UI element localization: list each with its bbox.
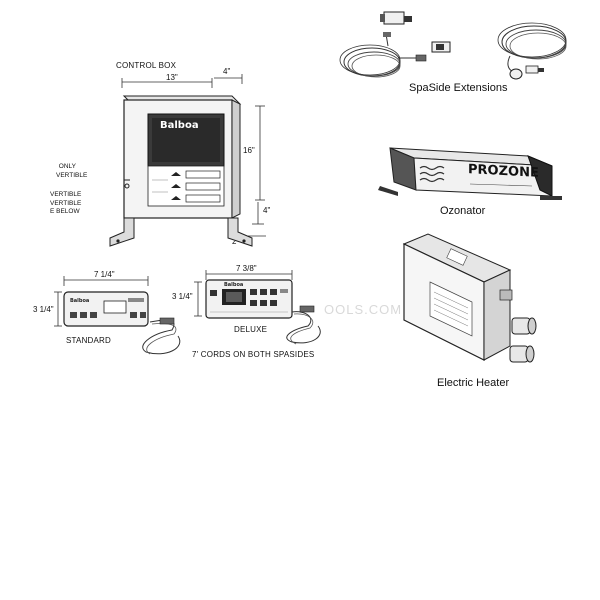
cords-note: 7' CORDS ON BOTH SPASIDES [192, 350, 315, 359]
cutoff-line-4: VERTIBLE [50, 199, 82, 207]
standard-width-dimension: 7 1/4" [94, 270, 115, 279]
box-depth-side-dimension: 4" [263, 206, 271, 215]
standard-height-dimension: 3 1/4" [33, 305, 54, 314]
spaside-extensions-caption: SpaSide Extensions [409, 82, 508, 94]
deluxe-height-dimension: 3 1/4" [172, 292, 193, 301]
box-depth-top-dimension: 4" [223, 67, 231, 76]
cutoff-text-fragment-2: VERTIBLE VERTIBLE E BELOW [50, 191, 82, 217]
deluxe-width-dimension: 7 3/8" [236, 264, 257, 273]
standard-panel-brand-logo: Balboa [70, 298, 90, 304]
watermark-text: OOLS.COM [324, 302, 403, 317]
cutoff-line-5: E BELOW [50, 208, 80, 215]
control-box-label: CONTROL BOX [116, 61, 177, 70]
standard-label: STANDARD [66, 336, 112, 345]
deluxe-label: DELUXE [234, 325, 268, 334]
deluxe-panel-brand-logo: Balboa [224, 282, 244, 288]
cutoff-line-1: ONLY [58, 163, 76, 170]
cutoff-line-3: VERTIBLE [50, 191, 82, 198]
cutoff-text-fragment: ONLY VERTIBLE [56, 163, 88, 180]
box-foot-dimension: 2" [232, 237, 240, 246]
box-height-dimension: 16" [243, 146, 255, 155]
cutoff-line-2: VERTIBLE [56, 171, 88, 179]
control-box-brand-logo: Balboa [160, 120, 199, 131]
electric-heater-caption: Electric Heater [437, 377, 510, 389]
box-width-dimension: 13" [166, 73, 178, 82]
ozonator-caption: Ozonator [440, 205, 486, 217]
